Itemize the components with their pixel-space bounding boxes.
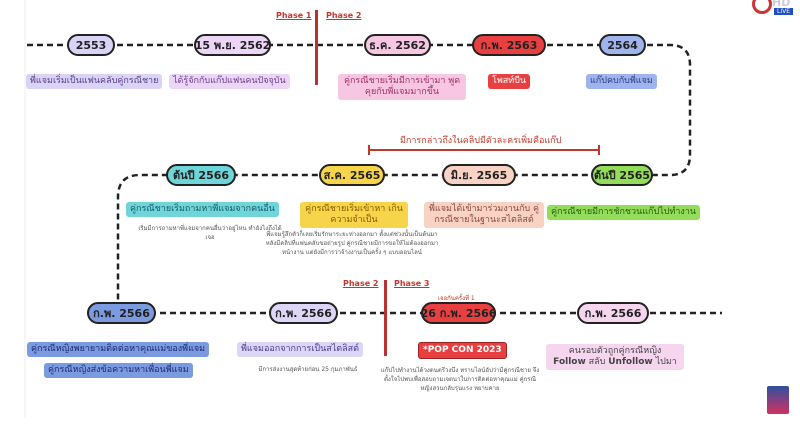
phase-3-label: Phase 3: [394, 279, 430, 288]
phase-divider: [384, 280, 387, 356]
phase-2-label: Phase 2: [343, 279, 379, 288]
event-label: คู่กรณีหญิงพยายามติดต่อหาคุณแม่ของพี่แจม: [27, 342, 210, 357]
event-label: พี่แจมได้เข้ามาร่วมงานกับ คู่กรณีชายในฐา…: [424, 202, 544, 228]
node-feb-2566: ก.พ. 2566: [269, 302, 338, 324]
event-label: คู่กรณีชายเริ่มถามหาพี่แจมจากคนอื่น: [126, 202, 279, 217]
node-early-2566: ต้นปี 2566: [166, 164, 236, 186]
event-label: ได้รู้จักกับแก๊ปแฟนคนปัจจุบัน: [169, 74, 290, 89]
event-label: พี่แจมเริ่มเป็นแฟนคลับคู่กรณีชาย: [26, 74, 163, 89]
event-label: คู่กรณีชายเริ่มมีการเข้ามา พูดคุยกับพี่แ…: [338, 74, 466, 100]
label-text: สลับ: [585, 357, 609, 367]
phase-2-label: Phase 2: [326, 11, 362, 20]
event-label: คู่กรณีชายมีการชักชวนแก๊ปไปทำงาน: [547, 205, 701, 220]
event-note: เริ่มมีการถามหาพี่แจมจากคนอื่นว่าอยู่ไหน…: [138, 225, 282, 241]
event-note: แก๊ปไปทำงานได้วงดนตรีวงนึง ทราบไลน์อัปว่…: [380, 367, 540, 392]
corner-logo: [767, 386, 789, 414]
node-2564: 2564: [599, 34, 646, 56]
event-label: คู่กรณีชายเริ่มเข้าหา เกินความจำเป็น: [300, 202, 408, 228]
node-early-2565: ต้นปี 2565: [591, 164, 653, 186]
first-meet-label: เจอกันครั้งที่ 1: [438, 295, 475, 302]
node-26-feb-2566: 26 ก.พ. 2566: [421, 302, 496, 324]
label-text: ไปมา: [652, 357, 677, 367]
follow-text: Follow: [553, 357, 586, 367]
node-dec-2562: ธ.ค. 2562: [364, 34, 431, 56]
node-aug-2565: ส.ค. 2565: [319, 164, 385, 186]
event-label: พี่แจมออกจากการเป็นสไตลิสต์: [237, 342, 363, 357]
node-2553: 2553: [67, 34, 115, 56]
logo-live-badge: LIVE: [774, 8, 794, 15]
node-nov-2562: 15 พ.ย. 2562: [194, 34, 271, 56]
unfollow-text: Unfollow: [608, 357, 653, 367]
event-note: พี่แจมรู้สึกตัวก็เลยเริ่มรักษาระยะห่างออ…: [265, 231, 439, 256]
channel-logo: HD LIVE: [752, 0, 794, 17]
event-label: คนรอบตัวถูกคู่กรณีหญิง Follow สลับ Unfol…: [546, 344, 684, 370]
phase-1-label: Phase 1: [276, 11, 312, 20]
event-label: *POP CON 2023: [418, 342, 507, 359]
node-feb-2566: ก.พ. 2566: [87, 302, 156, 324]
node-jun-2565: มิ.ย. 2565: [442, 164, 516, 186]
logo-hd: HD: [772, 0, 791, 9]
phase-divider: [315, 10, 318, 85]
event-label: คู่กรณีหญิงส่งข้อความหาเพื่อนพี่แจม: [44, 363, 193, 378]
label-line-1: คนรอบตัวถูกคู่กรณีหญิง: [568, 346, 662, 356]
node-feb-2563: ก.พ. 2563: [472, 34, 546, 56]
event-label: โพสท์บีน: [488, 74, 531, 89]
node-feb-2566: ก.พ. 2566: [577, 302, 649, 324]
bracket-label: มีการกล่าวถึงในคลิปมีตัวละครเพิ่มคือแก๊ป: [400, 136, 562, 146]
event-note: มีการส่งงานสุดท้ายก่อน 25 กุมภาพันธ์: [258, 366, 358, 373]
event-label: แก๊ปคบกับพี่แจม: [586, 74, 657, 89]
